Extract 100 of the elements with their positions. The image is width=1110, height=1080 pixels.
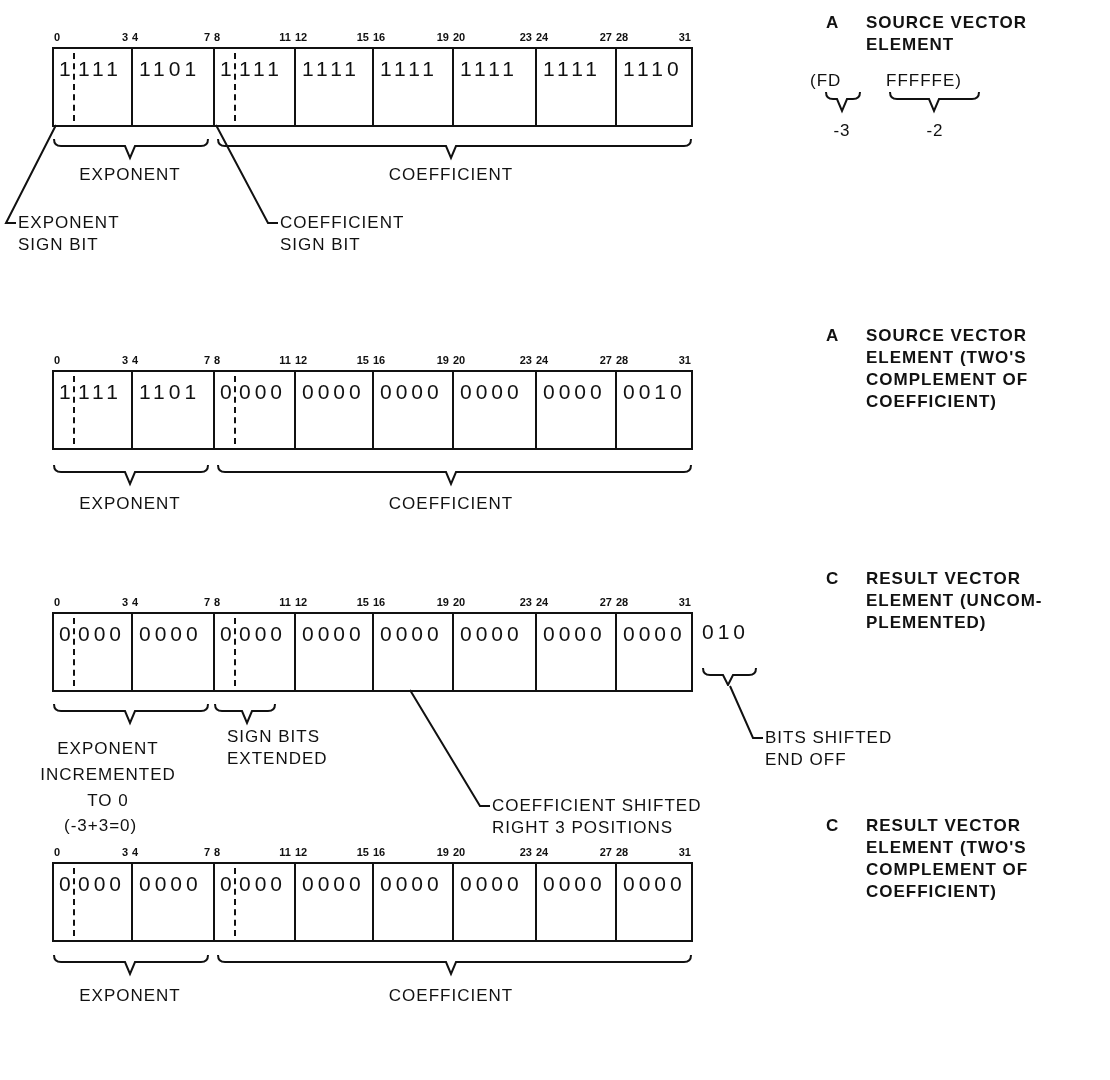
bit-number: 19	[436, 354, 449, 366]
leader-line	[4, 124, 57, 224]
bit-value: 000	[78, 872, 126, 896]
bit-value: 1	[220, 57, 236, 81]
bit-value: 1101	[139, 57, 201, 81]
bit-number: 27	[599, 31, 612, 43]
bit-number: 7	[203, 846, 210, 858]
bit-number: 15	[356, 596, 369, 608]
bit-number: 28	[616, 596, 629, 608]
register-outline	[52, 47, 693, 127]
callout-text: COEFFICIENT SHIFTED RIGHT 3 POSITIONS	[492, 795, 762, 839]
bit-number: 23	[519, 31, 532, 43]
bit-value: 0	[220, 872, 236, 896]
bit-number: 24	[536, 354, 549, 366]
bit-number: 16	[373, 596, 386, 608]
field-label: EXPONENT	[79, 164, 181, 186]
bit-number: 16	[373, 31, 386, 43]
bit-number: 12	[295, 354, 308, 366]
field-label: COEFFICIENT	[388, 493, 514, 515]
field-note: (-3+3=0)	[64, 815, 138, 837]
bit-number: 15	[356, 31, 369, 43]
register-description: RESULT VECTOR ELEMENT (TWO'S COMPLEMENT OF COEFFICIENT)	[866, 815, 1030, 903]
register-description: SOURCE VECTOR ELEMENT (TWO'S COMPLEMENT OF COEFFICIENT)	[866, 325, 1030, 413]
register-description: RESULT VECTOR ELEMENT (UNCOM- PLEMENTED)	[866, 568, 1044, 634]
bit-number: 23	[519, 354, 532, 366]
bit-value: 010	[702, 620, 750, 644]
bit-value: 111	[78, 380, 122, 404]
bit-value: 0000	[139, 622, 202, 646]
bit-value: 111	[239, 57, 283, 81]
hex-value: (FD	[810, 70, 842, 92]
bit-number: 3	[121, 596, 128, 608]
leader-line	[215, 124, 279, 224]
bit-number: 11	[279, 354, 291, 366]
register-outline	[52, 612, 693, 692]
bit-value: 0000	[623, 872, 686, 896]
callout-text: COEFFICIENT SIGN BIT	[280, 212, 430, 256]
register-name: A	[826, 325, 840, 347]
bit-value: 0000	[460, 872, 523, 896]
bit-value: 0000	[460, 380, 523, 404]
bit-value: 0	[220, 622, 236, 646]
bit-number: 8	[214, 846, 221, 858]
bit-value: 0000	[543, 622, 606, 646]
bit-value: 0000	[380, 622, 443, 646]
field-label: COEFFICIENT	[388, 985, 514, 1007]
register-name: C	[826, 815, 840, 837]
bit-value: 0	[59, 622, 75, 646]
bit-value: 000	[239, 872, 287, 896]
bit-value: 0000	[139, 872, 202, 896]
bit-value: 0000	[460, 622, 523, 646]
bit-value: 0000	[380, 380, 443, 404]
bit-number: 12	[295, 31, 308, 43]
bit-number: 20	[453, 596, 466, 608]
bit-number: 19	[436, 596, 449, 608]
bit-value: 0000	[380, 872, 443, 896]
bit-value: 0000	[302, 872, 365, 896]
bit-value: 0	[59, 872, 75, 896]
bit-number: 31	[678, 596, 691, 608]
bit-number: 0	[54, 354, 61, 366]
bit-number: 0	[54, 31, 61, 43]
bit-number: 7	[203, 31, 210, 43]
leader-line	[409, 689, 491, 807]
bit-number: 3	[121, 31, 128, 43]
bit-number: 12	[295, 596, 308, 608]
bit-value: 1110	[623, 57, 683, 81]
bit-number: 8	[214, 31, 221, 43]
bit-number: 27	[599, 596, 612, 608]
bit-value: 0000	[623, 622, 686, 646]
register-name: A	[826, 12, 840, 34]
bit-number: 20	[453, 354, 466, 366]
bit-number: 28	[616, 354, 629, 366]
bit-number: 0	[54, 846, 61, 858]
bit-value: 0000	[302, 380, 365, 404]
register-name: C	[826, 568, 840, 590]
register-outline	[52, 370, 693, 450]
bit-number: 24	[536, 31, 549, 43]
field-label: COEFFICIENT	[388, 164, 514, 186]
bit-value: 1101	[139, 380, 201, 404]
bit-number: 16	[373, 354, 386, 366]
bit-number: 15	[356, 846, 369, 858]
bit-number: 23	[519, 846, 532, 858]
bit-number: 23	[519, 596, 532, 608]
bit-number: 7	[203, 596, 210, 608]
bit-value: 000	[239, 380, 287, 404]
bit-value: 1111	[543, 57, 602, 81]
bit-number: 19	[436, 31, 449, 43]
bit-number: 3	[121, 354, 128, 366]
bit-number: 27	[599, 846, 612, 858]
bit-number: 11	[279, 596, 291, 608]
bit-value: 1111	[460, 57, 519, 81]
bit-value: 1111	[380, 57, 439, 81]
bit-value: 000	[78, 622, 126, 646]
bit-value: 0000	[543, 872, 606, 896]
bit-number: 20	[453, 846, 466, 858]
bit-number: 24	[536, 596, 549, 608]
decimal-value: -3	[833, 120, 851, 142]
bit-number: 11	[279, 846, 291, 858]
bit-number: 16	[373, 846, 386, 858]
bit-number: 28	[616, 31, 629, 43]
bit-number: 8	[214, 354, 221, 366]
field-label: EXPONENT	[79, 493, 181, 515]
